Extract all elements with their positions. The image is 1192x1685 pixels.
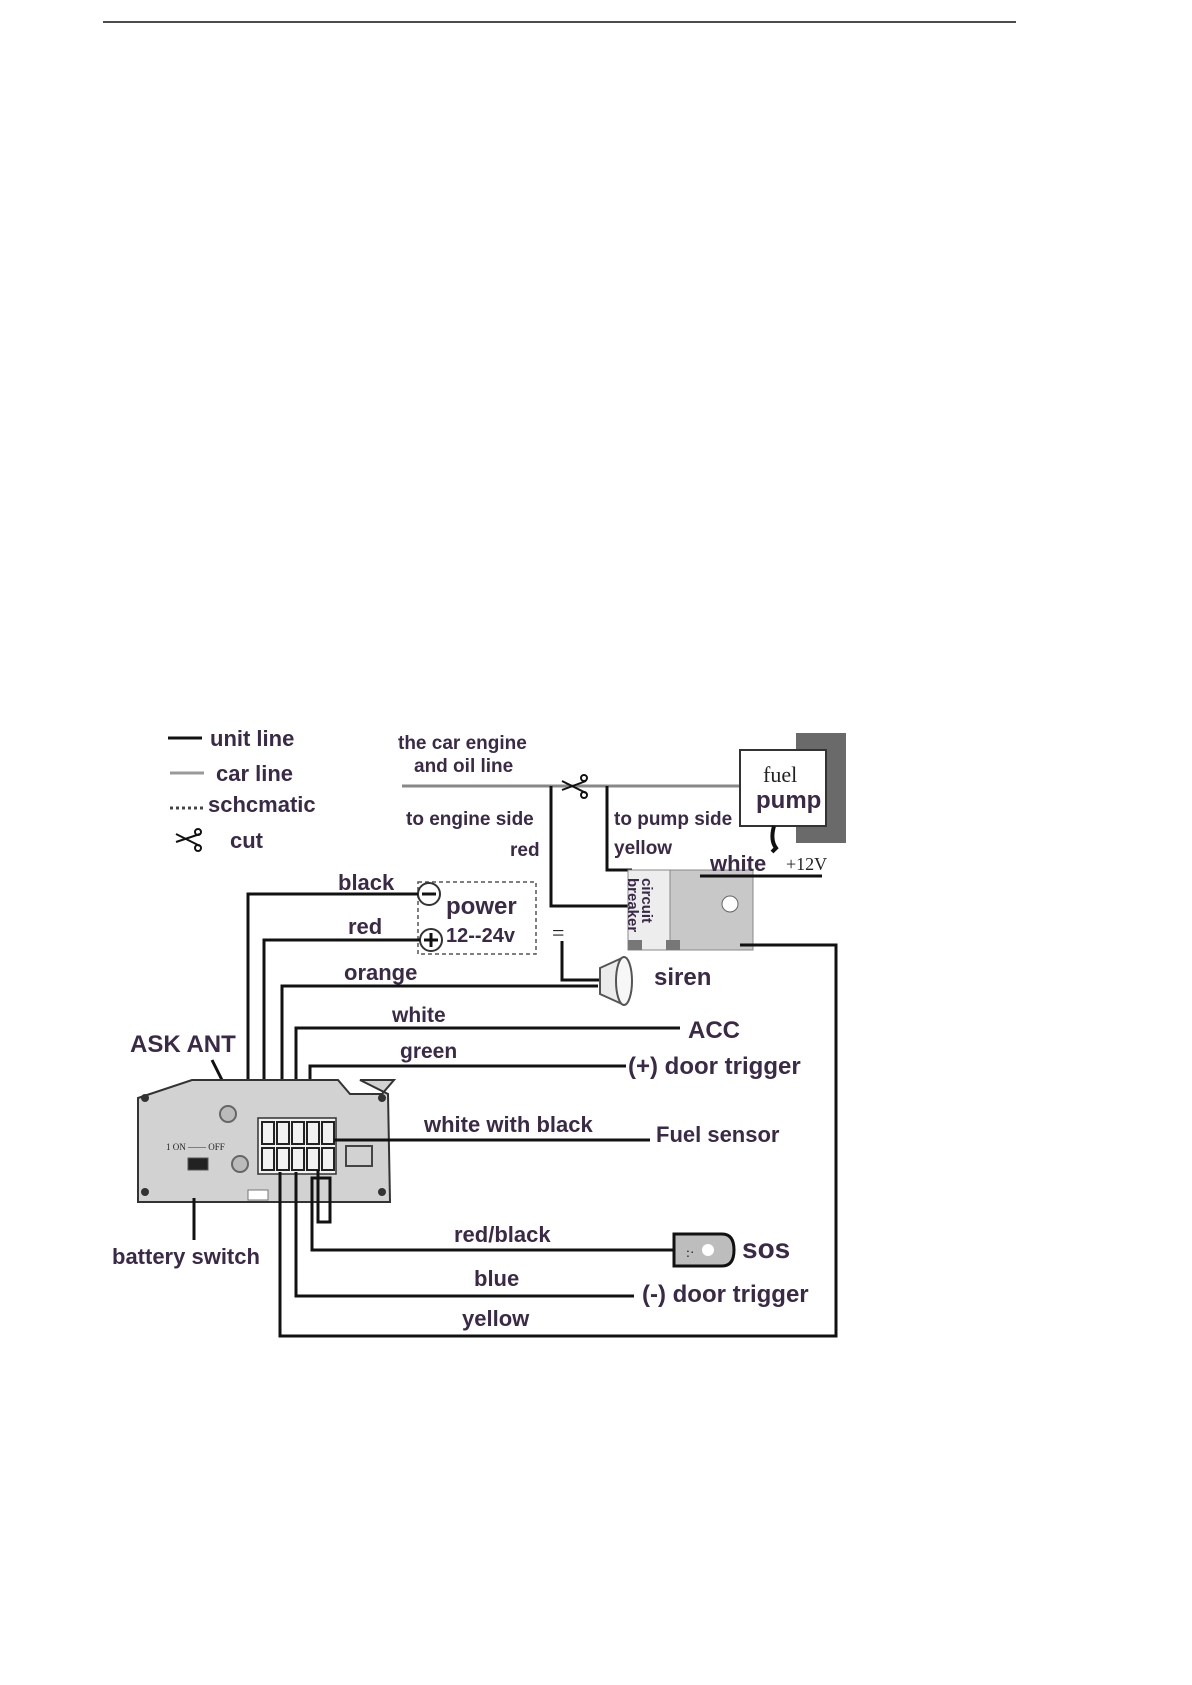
plus-12v-label: +12V xyxy=(786,854,827,874)
sos-button-icon[interactable]: :· xyxy=(672,1232,736,1268)
circuit-breaker-base-right xyxy=(666,940,680,950)
device-second-connector xyxy=(231,1155,249,1173)
legend-cut-label: cut xyxy=(230,828,264,853)
power-label: power xyxy=(446,893,517,920)
svg-text::·: :· xyxy=(686,1246,695,1261)
ask-ant-connector[interactable] xyxy=(219,1105,237,1123)
engine-line-label-2: and oil line xyxy=(414,756,513,777)
blue-wire xyxy=(294,1172,634,1298)
connector-pin xyxy=(321,1121,335,1145)
circuit-breaker-hole xyxy=(721,895,739,913)
legend-scissors-icon xyxy=(175,828,202,852)
red-black-wire xyxy=(310,1170,674,1252)
plus-terminal-icon xyxy=(419,928,443,952)
circuit-breaker-label-1: circuit xyxy=(638,878,655,923)
fuel-pump-label-pump: pump xyxy=(756,787,821,814)
fuel-sensor-label: Fuel sensor xyxy=(656,1122,780,1147)
yellow-wire xyxy=(278,943,838,1338)
on-off-label: 1 ON —— OFF xyxy=(166,1142,225,1152)
circuit-breaker-inner xyxy=(627,869,671,951)
white-12v-wire-label: white xyxy=(709,851,766,876)
minus-terminal-icon xyxy=(417,882,441,906)
legend-car-line-label: car line xyxy=(216,761,293,786)
siren-label: siren xyxy=(654,964,711,991)
device-screw-bl xyxy=(141,1188,149,1196)
engine-line-label-1: the car engine xyxy=(398,733,527,754)
connector-pin xyxy=(276,1121,290,1145)
to-pump-side-label: to pump side xyxy=(614,809,732,830)
device-screw-tr xyxy=(378,1094,386,1102)
battery-switch[interactable] xyxy=(187,1157,209,1171)
white-wire-label: white xyxy=(391,1004,446,1027)
red-wire-to-breaker xyxy=(549,786,632,908)
device-screw-tl xyxy=(141,1094,149,1102)
device-port-bottom xyxy=(247,1189,269,1201)
connector-pin xyxy=(291,1121,305,1145)
connector-pin xyxy=(261,1121,275,1145)
fuel-pump-label-fuel: fuel xyxy=(763,762,797,787)
connector-pin xyxy=(261,1147,275,1171)
red-wire-label: red xyxy=(348,914,382,939)
siren-icon xyxy=(599,956,633,1006)
white-with-black-label: white with black xyxy=(423,1112,593,1137)
connector-pin xyxy=(291,1147,305,1171)
sos-label: sos xyxy=(742,1233,790,1264)
power-range-label: 12--24v xyxy=(446,925,516,947)
ask-ant-label: ASK ANT xyxy=(130,1031,236,1058)
yellow-wire-top-label: yellow xyxy=(614,838,672,859)
legend-unit-line-label: unit line xyxy=(210,726,294,751)
yellow-wire-to-breaker xyxy=(605,786,632,872)
device-screw-br xyxy=(378,1188,386,1196)
battery-switch-label: battery switch xyxy=(112,1244,260,1269)
connector-pin xyxy=(306,1147,320,1171)
acc-label: ACC xyxy=(688,1017,740,1044)
door-trigger-plus-label: (+) door trigger xyxy=(628,1053,801,1080)
device-socket-small xyxy=(345,1145,373,1167)
connector-pin xyxy=(276,1147,290,1171)
black-wire-label: black xyxy=(338,870,395,895)
blue-wire-label: blue xyxy=(474,1266,519,1291)
connector-pin xyxy=(306,1121,320,1145)
fuel-pump-box[interactable] xyxy=(739,749,827,827)
red-wire-top-label: red xyxy=(510,840,540,861)
connector-pin xyxy=(321,1147,335,1171)
to-engine-side-label: to engine side xyxy=(406,809,534,830)
circuit-breaker-label-2: breaker xyxy=(624,878,641,932)
wire-connector-block xyxy=(257,1117,337,1175)
red-black-wire-label: red/black xyxy=(454,1222,551,1247)
circuit-breaker-base-left xyxy=(628,940,642,950)
orange-wire-label: orange xyxy=(344,960,417,985)
siren-ground-wire xyxy=(560,941,600,982)
legend: unit line car line schcmatic cut xyxy=(168,726,316,853)
ground-symbol: = xyxy=(552,920,564,945)
green-wire-label: green xyxy=(400,1040,457,1063)
cut-scissors-icon xyxy=(561,774,588,799)
fuel-pump-hose xyxy=(770,825,779,854)
legend-schematic-label: schcmatic xyxy=(208,792,316,817)
door-trigger-minus-label: (-) door trigger xyxy=(642,1281,809,1308)
yellow-wire-label: yellow xyxy=(462,1306,530,1331)
